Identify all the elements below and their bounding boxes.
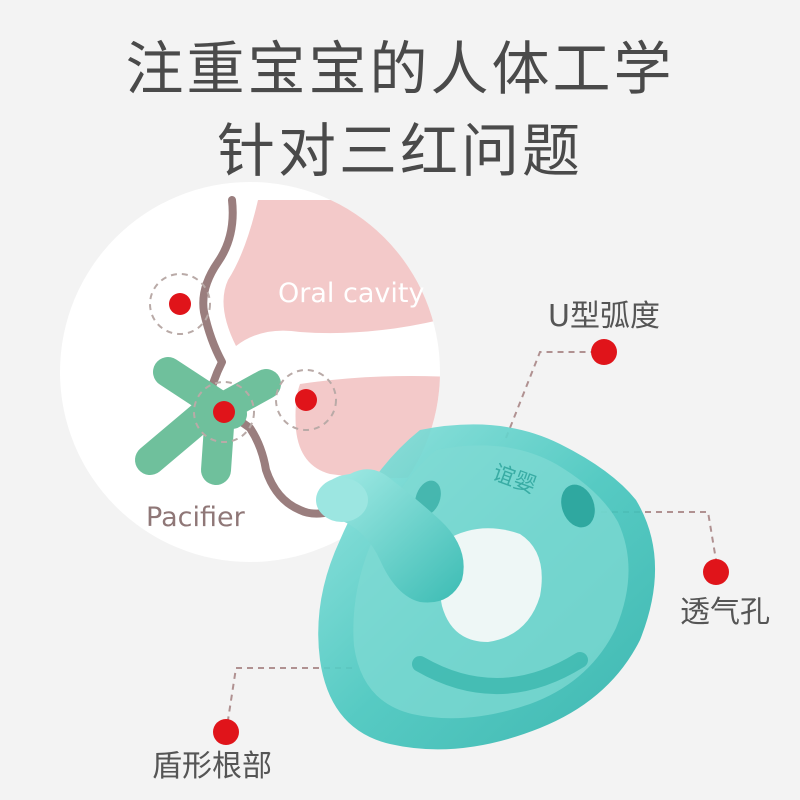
callout-line-shield [227,667,352,721]
vent-hole-right [561,484,595,528]
pacifier-center-base [438,528,542,642]
red-dot-upper [169,293,191,315]
marker-ring-center [193,381,255,443]
pacifier-nipple-tip [316,478,368,522]
pacifier-product: 谊婴 [316,424,656,750]
callout-label-u-curve: U型弧度 [548,299,660,334]
pacifier-smile-groove [412,652,588,694]
marker-ring-right [275,369,337,431]
marker-ring-upper [149,273,211,335]
red-dot-right [295,389,317,411]
headline-line-1: 注重宝宝的人体工学 [125,35,675,103]
red-dot-shield [213,719,239,745]
red-dot-u-curve [591,339,617,365]
oral-cavity-label: Oral cavity [278,278,424,309]
callout-label-vent-hole: 透气孔 [680,595,770,630]
pacifier-label: Pacifier [146,502,246,533]
red-dot-vent [703,559,729,585]
callout-line-u-curve [505,351,596,439]
red-dot-center [213,401,235,423]
headline-line-2: 针对三红问题 [216,117,583,185]
callout-label-shield-base: 盾形根部 [152,749,272,784]
